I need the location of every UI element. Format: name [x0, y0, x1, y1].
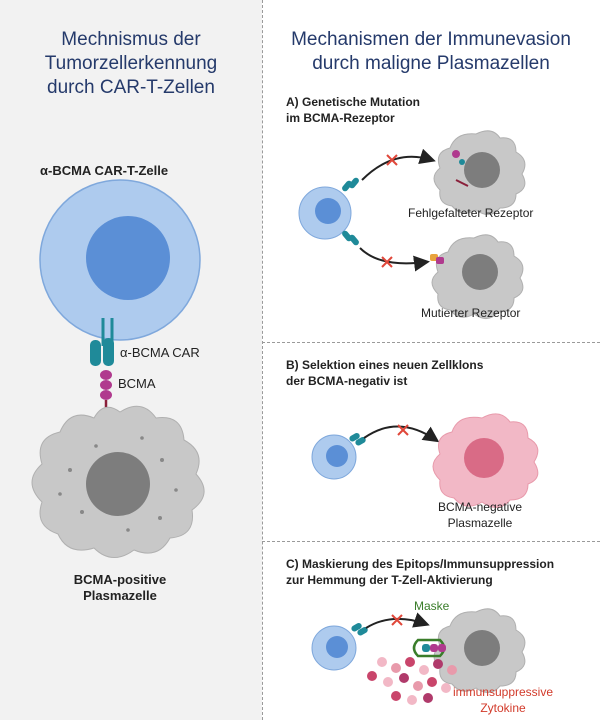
- left-title: Mechnismus der Tumorzellerkennung durch …: [44, 29, 218, 98]
- section-a-heading: A) Genetische Mutation im BCMA-Rezeptor: [286, 95, 421, 125]
- bcma-negative-plasma-cell: [432, 413, 539, 508]
- right-title: Mechanismen der Immunevasion durch malig…: [291, 29, 571, 74]
- cytokine-particles: [367, 657, 457, 705]
- bcma-negative-label: BCMA-negative Plasmazelle: [437, 500, 523, 530]
- section-b-heading: B) Selektion eines neuen Zellklons der B…: [286, 358, 484, 388]
- arrow-a-upper: [361, 148, 436, 181]
- left-panel-background: [0, 0, 262, 720]
- bcma-label: BCMA: [118, 376, 156, 391]
- masked-plasma-cell: [433, 608, 526, 693]
- panel-divider: [262, 0, 263, 720]
- plasma-cell-label: BCMA-positive Plasmazelle: [73, 572, 167, 603]
- car-receptor: [90, 318, 114, 366]
- misfolded-receptor-label: Fehlgefalteter Rezeptor: [408, 206, 534, 220]
- section-divider-ab: [262, 342, 600, 343]
- section-b-tcell: [311, 433, 366, 480]
- misfolded-receptor-plasma-cell: [433, 130, 526, 215]
- mutated-receptor-label: Mutierter Rezeptor: [421, 306, 521, 320]
- section-a-tcell: [298, 177, 359, 246]
- car-t-cell: [39, 179, 201, 341]
- section-c-tcell: [311, 623, 368, 671]
- section-divider-bc: [262, 541, 600, 542]
- car-t-cell-label: α-BCMA CAR-T-Zelle: [40, 163, 169, 178]
- arrow-c: [365, 612, 430, 629]
- arrow-a-lower: [359, 247, 430, 272]
- mask-label: Maske: [414, 599, 450, 613]
- bcma-positive-plasma-cell: [31, 405, 205, 558]
- mask-protein: [412, 638, 446, 658]
- mutated-receptor-plasma-cell: [430, 234, 524, 319]
- section-c-heading: C) Maskierung des Epitops/Immunsuppressi…: [286, 557, 555, 587]
- cytokine-label: immunsuppressive Zytokine: [452, 685, 554, 715]
- car-label: α-BCMA CAR: [120, 345, 200, 360]
